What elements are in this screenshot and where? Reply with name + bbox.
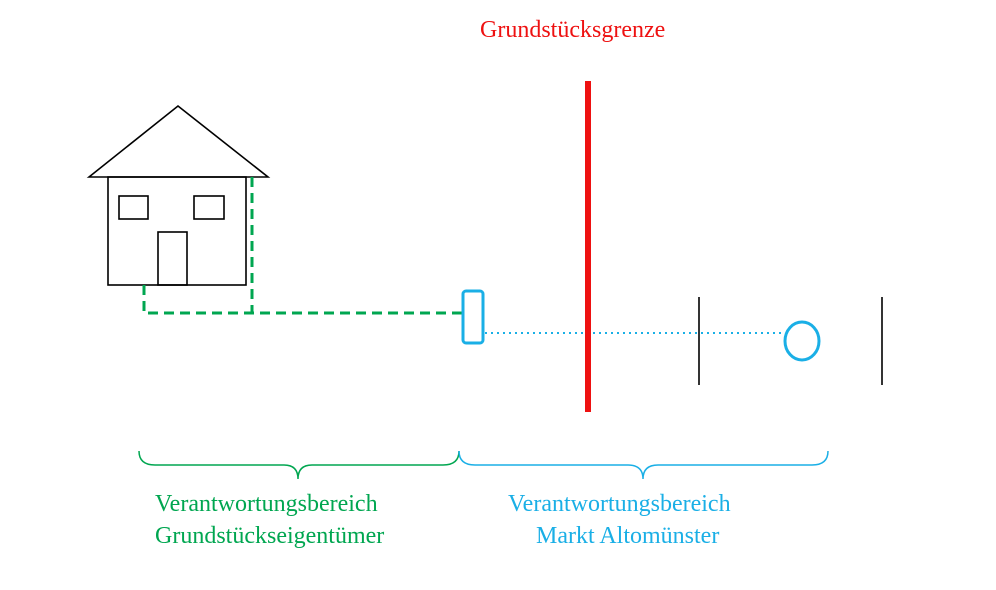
market-area-label-line2: Markt Altomünster xyxy=(536,523,720,549)
house-icon xyxy=(86,104,271,286)
owner-area-label-line2: Grundstückseigentümer xyxy=(155,523,385,549)
market-area-label-line1: Verantwortungsbereich xyxy=(508,491,731,517)
house-roof xyxy=(86,104,271,178)
manhole-icon xyxy=(783,320,821,362)
house-window-left xyxy=(118,195,149,220)
house-body xyxy=(107,176,247,286)
owner-pipe-line xyxy=(142,177,463,315)
market-area-brace xyxy=(458,450,829,480)
inspection-shaft-icon xyxy=(461,289,485,345)
property-boundary-label: Grundstücksgrenze xyxy=(480,17,666,43)
owner-area-brace xyxy=(138,450,460,480)
house-window-right xyxy=(193,195,225,220)
house-door xyxy=(157,231,188,286)
owner-area-label-line1: Verantwortungsbereich xyxy=(155,491,378,517)
